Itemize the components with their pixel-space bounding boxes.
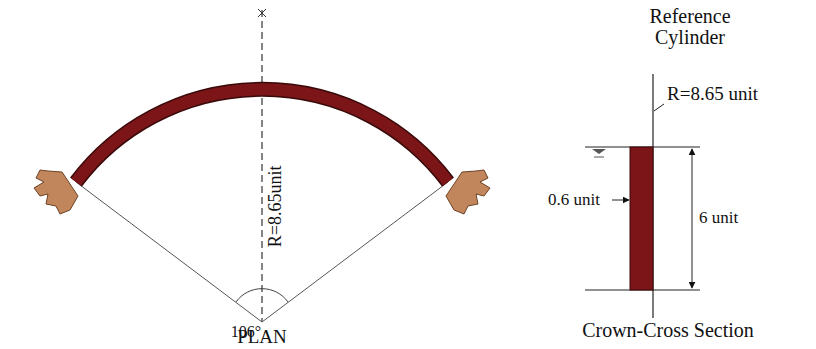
axis-mark [258, 9, 266, 17]
radius-label: R=8.65 unit [667, 84, 758, 104]
arch-ring [76, 89, 448, 182]
arch-section [630, 147, 653, 290]
leader-line [612, 200, 629, 201]
water-level-symbol [592, 149, 606, 154]
reference-label: Reference Cylinder [630, 6, 750, 48]
thickness-label: 0.6 unit [548, 191, 600, 209]
radius-label: R=8.65unit [267, 165, 286, 247]
view-title: Crown-Cross Section [582, 320, 754, 341]
height-label: 6 unit [699, 209, 738, 227]
radial-line [76, 182, 262, 322]
dimension-line [692, 149, 693, 288]
angle-arc [236, 289, 288, 302]
water-level-symbol [594, 157, 604, 158]
axis-line [261, 10, 262, 322]
view-title: PLAN [237, 327, 287, 347]
arch-ring-edge [76, 89, 448, 182]
radial-line [262, 182, 448, 322]
leader-line [654, 104, 664, 111]
